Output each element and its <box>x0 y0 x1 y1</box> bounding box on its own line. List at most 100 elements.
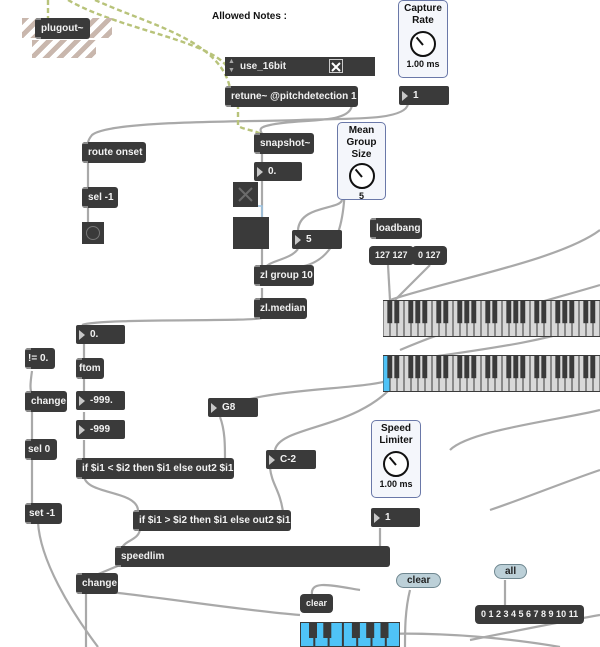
zl-group-object[interactable]: zl group 10 <box>254 265 314 286</box>
not-equal-object[interactable]: != 0. <box>25 348 55 369</box>
ftom-object[interactable]: ftom <box>76 358 104 379</box>
all-pill-button[interactable]: all <box>494 564 528 579</box>
white-key <box>453 301 460 336</box>
c-minus2-note-number[interactable]: C-2 <box>266 450 316 469</box>
sel-minus1-object[interactable]: sel -1 <box>82 187 118 208</box>
clear-pill-button[interactable]: clear <box>396 573 442 588</box>
snapshot-number[interactable]: 0. <box>254 162 302 181</box>
black-key <box>513 356 519 379</box>
black-key <box>569 356 575 379</box>
black-key <box>436 356 442 379</box>
sel0-object[interactable]: sel 0 <box>25 439 57 460</box>
white-key <box>481 356 488 391</box>
allowed-notes-keyboard[interactable] <box>300 622 400 647</box>
black-key <box>506 356 512 379</box>
black-key <box>513 301 519 324</box>
toggle-box <box>325 57 375 76</box>
white-key <box>390 301 397 336</box>
minus999-float-number[interactable]: -999. <box>76 391 125 410</box>
bitdepth-menu-value: use_16bit <box>240 61 287 72</box>
capture-rate-value: 1.00 ms <box>406 59 440 69</box>
capture-rate-dial[interactable] <box>410 31 436 57</box>
ftom-input-number[interactable]: 0. <box>76 325 125 344</box>
clear-message[interactable]: clear <box>300 594 334 613</box>
change-object-1[interactable]: change <box>25 391 67 412</box>
speed-output-number[interactable]: 1 <box>371 508 420 527</box>
black-key <box>583 356 589 379</box>
white-key <box>502 356 509 391</box>
mean-group-size-value: 5 <box>358 191 364 201</box>
capture-rate-panel[interactable]: Capture Rate 1.00 ms <box>398 0 448 78</box>
if-greater-than-object[interactable]: if $i1 > $i2 then $i1 else out2 $i1 <box>133 510 291 531</box>
white-key <box>544 356 551 391</box>
white-key <box>537 301 544 336</box>
route-onset-object[interactable]: route onset <box>82 142 146 163</box>
white-key <box>329 623 342 646</box>
set-minus1-object[interactable]: set -1 <box>25 503 62 524</box>
black-key <box>555 301 561 324</box>
white-key <box>551 356 558 391</box>
white-key <box>390 356 397 391</box>
white-key <box>502 301 509 336</box>
pitch-classes-message[interactable]: 0 1 2 3 4 5 6 7 8 9 10 11 <box>475 605 585 624</box>
black-key <box>555 356 561 379</box>
g8-note-number[interactable]: G8 <box>208 398 258 417</box>
mean-group-size-title: Mean Group Size <box>346 125 377 160</box>
bang-button[interactable] <box>82 222 104 244</box>
white-key <box>397 356 404 391</box>
white-key <box>418 301 425 336</box>
speed-limiter-panel[interactable]: Speed Limiter 1.00 ms <box>371 420 421 498</box>
zl-median-object[interactable]: zl.median <box>254 298 307 319</box>
black-key <box>534 356 540 379</box>
x-toggle-icon[interactable] <box>329 59 343 73</box>
group-size-number[interactable]: 5 <box>292 230 342 249</box>
black-key <box>415 301 421 324</box>
white-key <box>439 356 446 391</box>
black-key <box>492 301 498 324</box>
white-key <box>509 301 516 336</box>
allowed-notes-comment: Allowed Notes : <box>212 11 288 22</box>
retune-object[interactable]: retune~ @pitchdetection 1 <box>225 86 358 107</box>
capture-rate-title: Capture Rate <box>404 3 442 26</box>
black-key <box>520 301 526 324</box>
gate-box[interactable] <box>233 217 269 249</box>
plugout-object[interactable]: plugout~ <box>35 18 90 39</box>
black-key <box>366 623 375 638</box>
white-key <box>593 356 600 391</box>
gate-toggle[interactable] <box>233 182 258 207</box>
black-key <box>464 356 470 379</box>
retune-output-number[interactable]: 1 <box>399 86 449 105</box>
black-key <box>562 356 568 379</box>
white-key <box>446 301 453 336</box>
white-key <box>516 356 523 391</box>
speedlim-object[interactable]: speedlim <box>115 546 390 567</box>
black-key <box>309 623 317 638</box>
black-key <box>492 356 498 379</box>
mean-group-size-panel[interactable]: Mean Group Size 5 <box>337 122 386 201</box>
white-key <box>432 301 439 336</box>
bitdepth-menu[interactable]: ▲▼ use_16bit <box>225 57 325 76</box>
change-object-2[interactable]: change <box>76 573 118 594</box>
speed-limiter-dial[interactable] <box>383 451 409 477</box>
white-key <box>572 301 579 336</box>
black-key <box>408 356 414 379</box>
keyboard-bottom[interactable] <box>383 355 600 392</box>
x-icon <box>238 187 253 202</box>
white-key <box>551 301 558 336</box>
snapshot-object[interactable]: snapshot~ <box>254 133 314 154</box>
keyboard-top[interactable] <box>383 300 600 337</box>
minus999-int-number[interactable]: -999 <box>76 420 125 439</box>
white-key <box>411 356 418 391</box>
white-key <box>579 356 586 391</box>
mean-group-size-dial[interactable] <box>348 163 375 189</box>
black-key <box>457 301 463 324</box>
white-key <box>474 356 481 391</box>
white-key <box>439 301 446 336</box>
white-key <box>530 301 537 336</box>
black-key <box>590 301 596 324</box>
black-key <box>394 301 400 324</box>
range-message-2[interactable]: 0 127 <box>412 246 447 265</box>
if-less-than-object[interactable]: if $i1 < $i2 then $i1 else out2 $i1 <box>76 458 234 479</box>
loadbang-object[interactable]: loadbang <box>370 218 422 239</box>
range-message-1[interactable]: 127 127 <box>369 246 414 265</box>
